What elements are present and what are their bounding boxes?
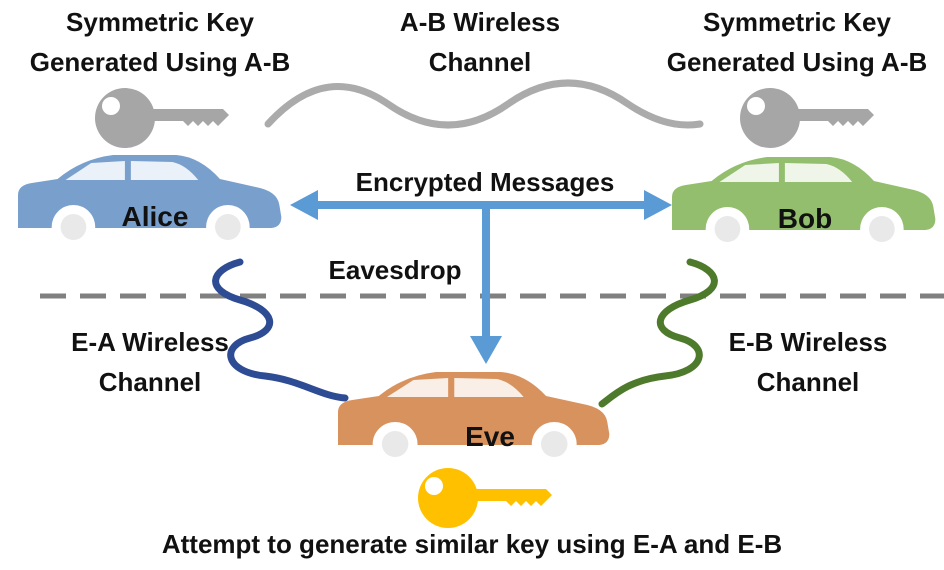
bob-key-label-line2: Generated Using A-B (666, 47, 928, 77)
eb-channel-wave (598, 258, 718, 408)
bob-car-label: Bob (777, 203, 833, 234)
alice-key-label-line1: Symmetric Key (66, 7, 254, 37)
ea-channel-wave (212, 258, 349, 402)
alice-key-icon (95, 88, 229, 148)
caption: Attempt to generate similar key using E-… (161, 529, 783, 559)
alice-key-label-line2: Generated Using A-B (29, 47, 291, 77)
eavesdrop-label: Eavesdrop (328, 255, 462, 285)
eve-car-label: Eve (465, 421, 515, 452)
bob-key-label-line1: Symmetric Key (703, 7, 891, 37)
encrypted-messages-label: Encrypted Messages (355, 167, 615, 197)
bob-key-icon (740, 88, 874, 148)
eavesdrop-arrow (470, 205, 502, 364)
ea-channel-label-line2: Channel (98, 367, 202, 397)
ab-channel-label-line2: Channel (428, 47, 532, 77)
encrypted-messages-arrow (290, 190, 672, 220)
alice-car-label: Alice (121, 201, 189, 232)
ab-channel-wave (264, 79, 704, 129)
eve-key-icon (418, 468, 552, 528)
ab-channel-label-line1: A-B Wireless (399, 7, 561, 37)
eb-channel-label-line2: Channel (756, 367, 860, 397)
ea-channel-label-line1: E-A Wireless (71, 327, 229, 357)
eb-channel-label-line1: E-B Wireless (728, 327, 888, 357)
